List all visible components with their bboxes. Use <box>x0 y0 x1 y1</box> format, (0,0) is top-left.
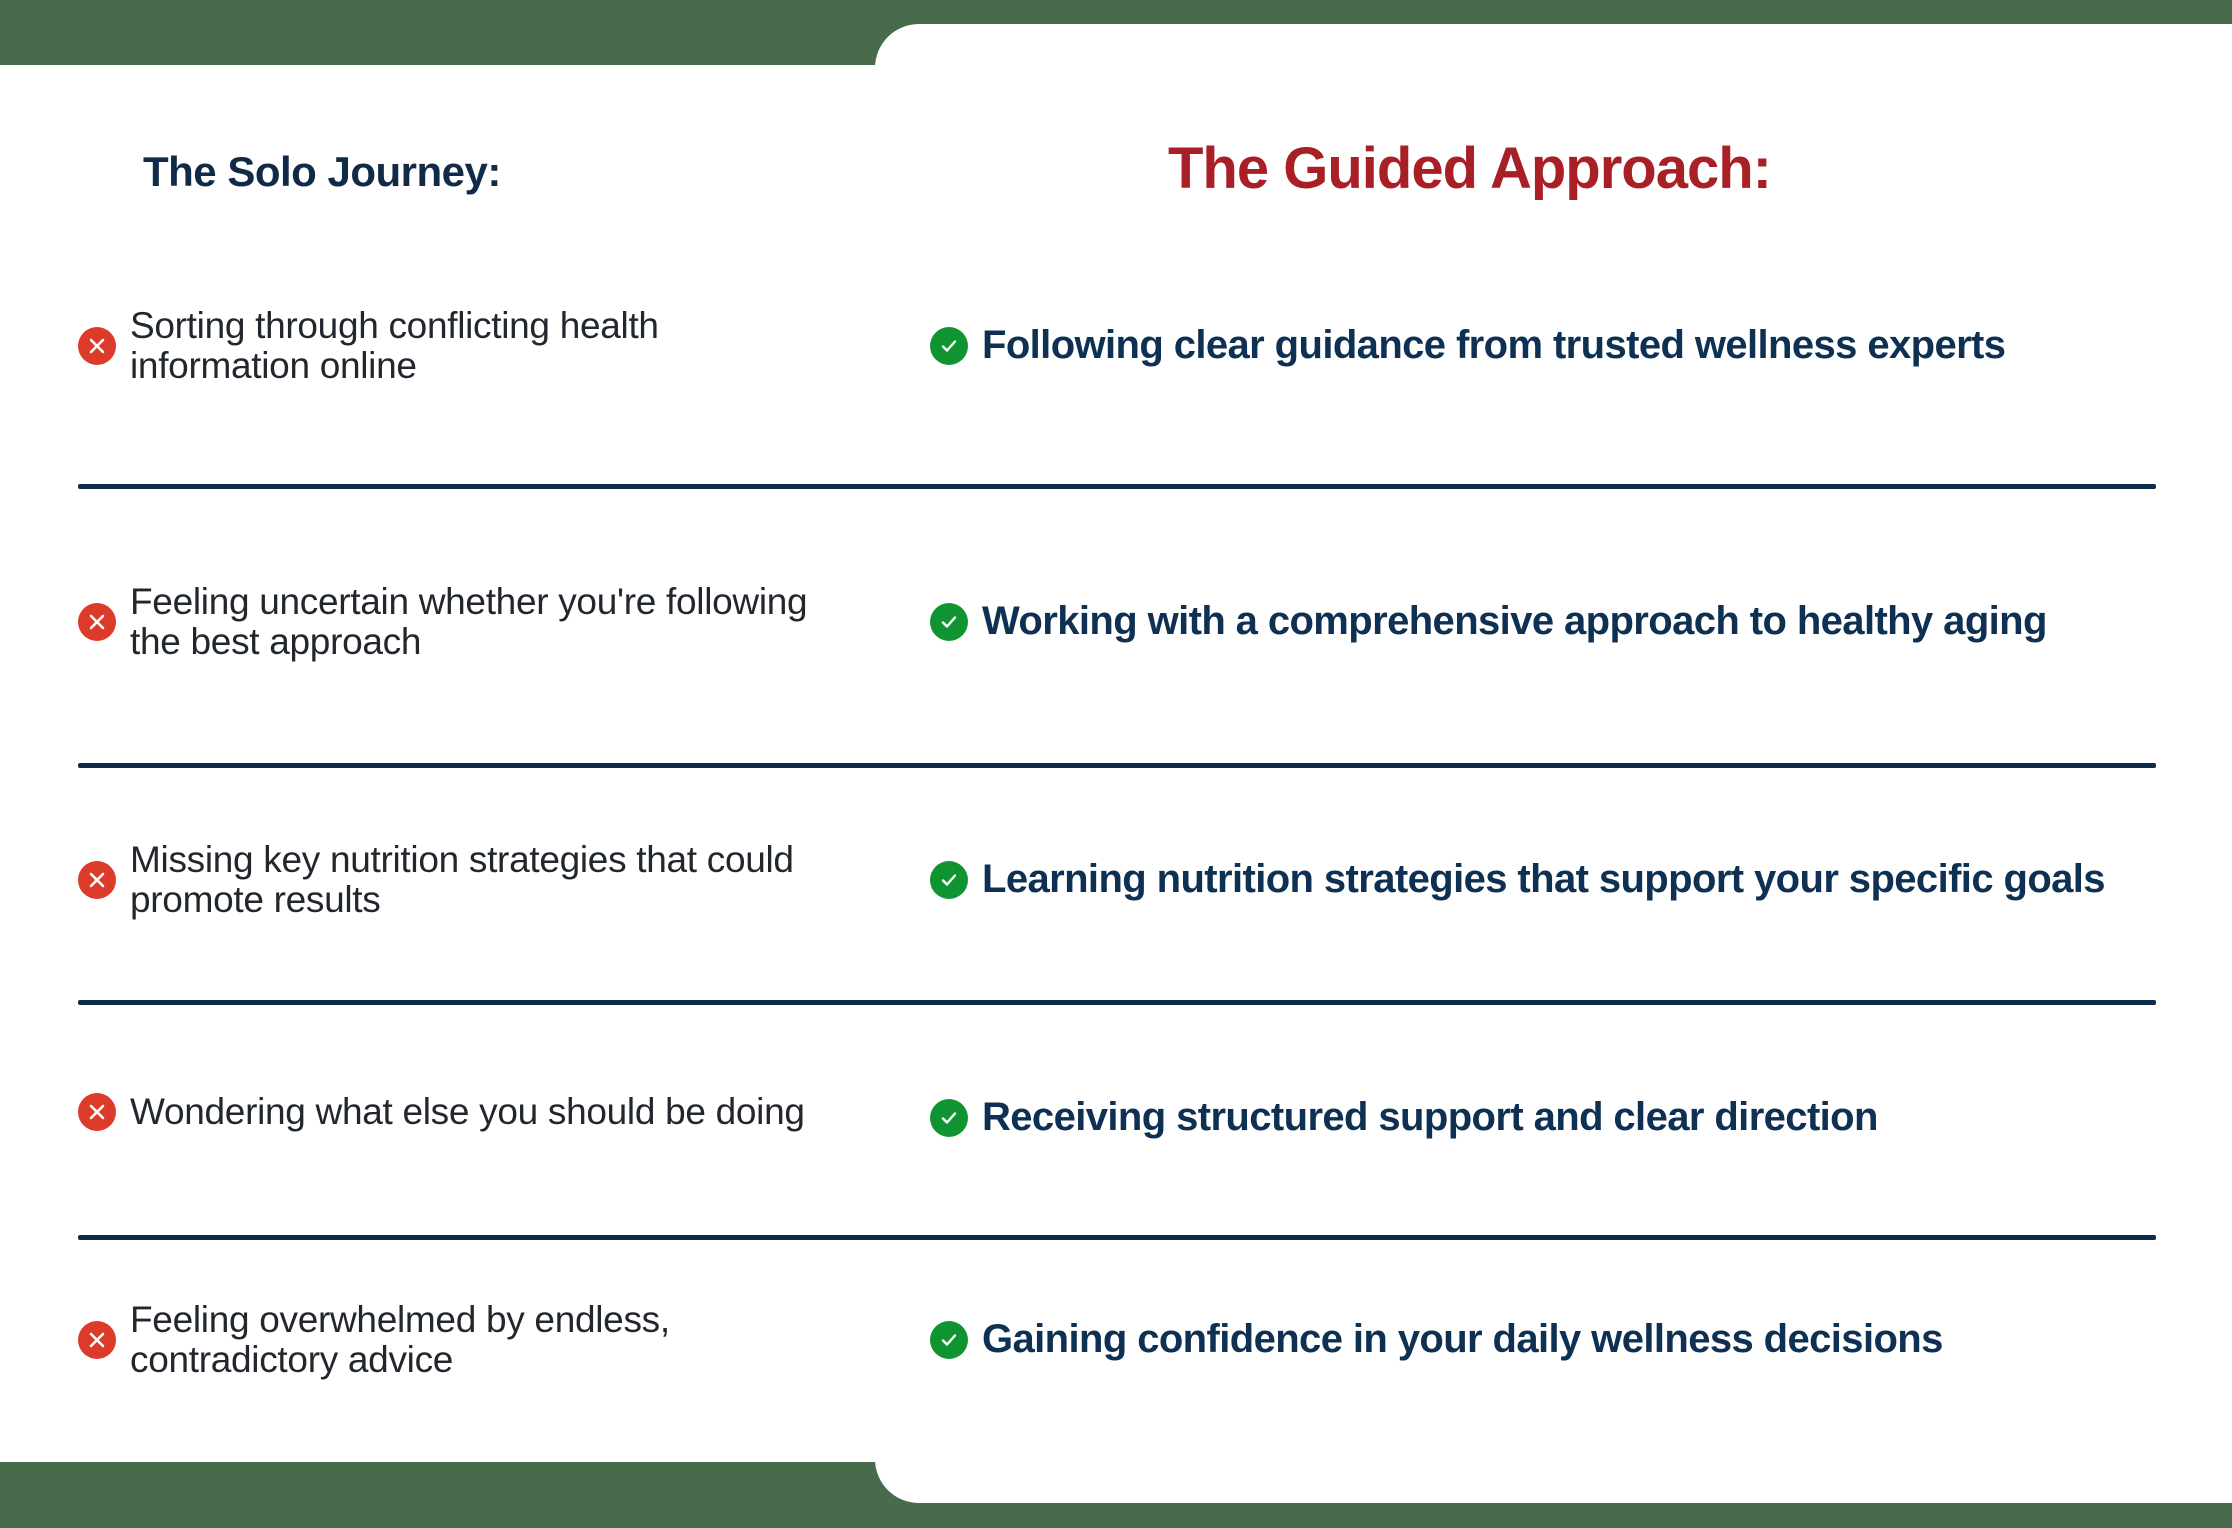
guided-item-5: Gaining confidence in your daily wellnes… <box>930 1312 2160 1368</box>
x-circle-icon <box>78 327 116 365</box>
check-circle-icon <box>930 603 968 641</box>
x-circle-icon <box>78 603 116 641</box>
solo-journey-heading: The Solo Journey: <box>143 148 501 195</box>
guided-item-5-label: Gaining confidence in your daily wellnes… <box>982 1317 1943 1362</box>
solo-item-1: Sorting through conflicting health infor… <box>78 296 818 396</box>
check-circle-icon <box>930 861 968 899</box>
solo-item-2: Feeling uncertain whether you're followi… <box>78 550 818 694</box>
solo-item-5-label: Feeling overwhelmed by endless, contradi… <box>130 1299 670 1380</box>
guided-item-4-label: Receiving structured support and clear d… <box>982 1095 1878 1140</box>
guided-item-1-label: Following clear guidance from trusted we… <box>982 323 2006 368</box>
solo-item-5: Feeling overwhelmed by endless, contradi… <box>78 1290 818 1390</box>
solo-item-4: Wondering what else you should be doing <box>78 1062 818 1162</box>
x-circle-icon <box>78 861 116 899</box>
guided-item-4: Receiving structured support and clear d… <box>930 1090 2160 1146</box>
solo-item-3: Missing key nutrition strategies that co… <box>78 830 818 930</box>
solo-item-3-label: Missing key nutrition strategies that co… <box>130 839 794 920</box>
row-divider-3 <box>78 1000 2156 1005</box>
guided-item-2: Working with a comprehensive approach to… <box>930 572 2160 672</box>
check-circle-icon <box>930 1321 968 1359</box>
guided-item-3-label: Learning nutrition strategies that suppo… <box>982 857 2106 902</box>
guided-approach-heading: The Guided Approach: <box>1168 136 1772 201</box>
check-circle-icon <box>930 1099 968 1137</box>
guided-item-3: Learning nutrition strategies that suppo… <box>930 830 2160 930</box>
row-divider-4 <box>78 1235 2156 1240</box>
row-divider-1 <box>78 484 2156 489</box>
guided-item-1: Following clear guidance from trusted we… <box>930 296 2160 396</box>
solo-item-1-label: Sorting through conflicting health infor… <box>130 305 659 386</box>
guided-item-2-label: Working with a comprehensive approach to… <box>982 599 2047 644</box>
solo-item-2-label: Feeling uncertain whether you're followi… <box>130 581 808 662</box>
row-divider-2 <box>78 763 2156 768</box>
check-circle-icon <box>930 327 968 365</box>
x-circle-icon <box>78 1093 116 1131</box>
solo-item-4-label: Wondering what else you should be doing <box>130 1091 805 1133</box>
x-circle-icon <box>78 1321 116 1359</box>
